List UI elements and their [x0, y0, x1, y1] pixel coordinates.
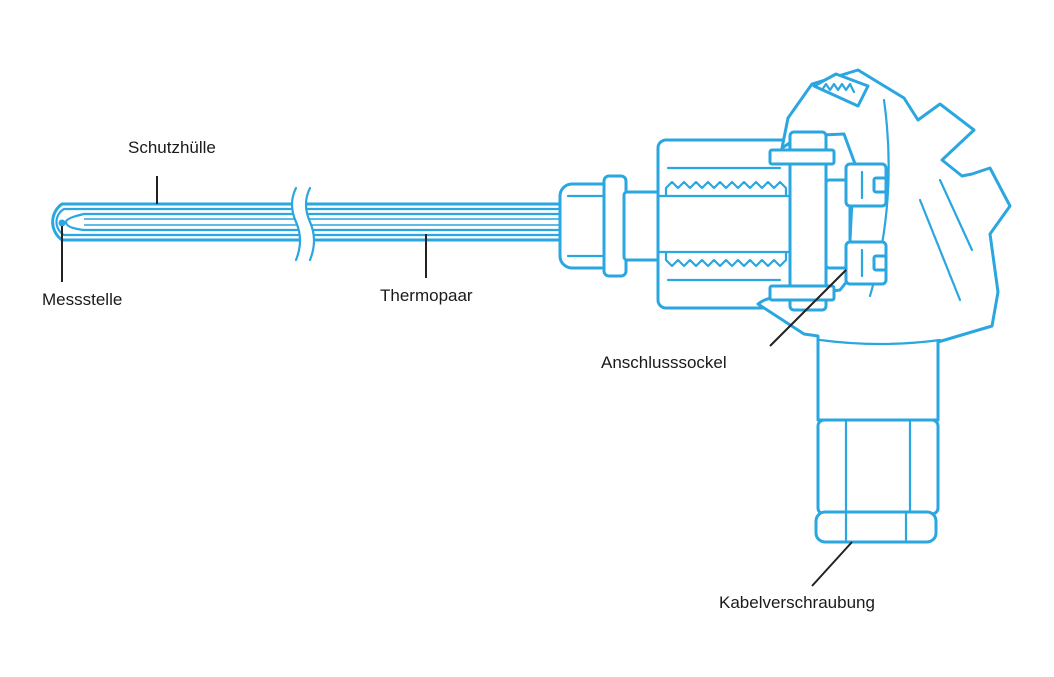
label-anschlusssockel: Anschlusssockel [601, 353, 727, 372]
label-schutzhuelle: Schutzhülle [128, 138, 216, 157]
leader-anschlusssockel [769, 269, 847, 347]
cable-gland [814, 418, 940, 544]
big-hex-nut [656, 138, 792, 310]
terminal-block [768, 130, 888, 312]
measuring-point [58, 219, 66, 227]
break-symbol [290, 186, 316, 262]
label-thermopaar: Thermopaar [380, 286, 473, 305]
leader-kabelverschraubung [811, 541, 853, 587]
label-kabelverschraubung: Kabelverschraubung [719, 593, 875, 612]
small-hex-fitting [558, 174, 662, 278]
leader-lines [61, 176, 853, 587]
label-messstelle: Messstelle [42, 290, 123, 309]
